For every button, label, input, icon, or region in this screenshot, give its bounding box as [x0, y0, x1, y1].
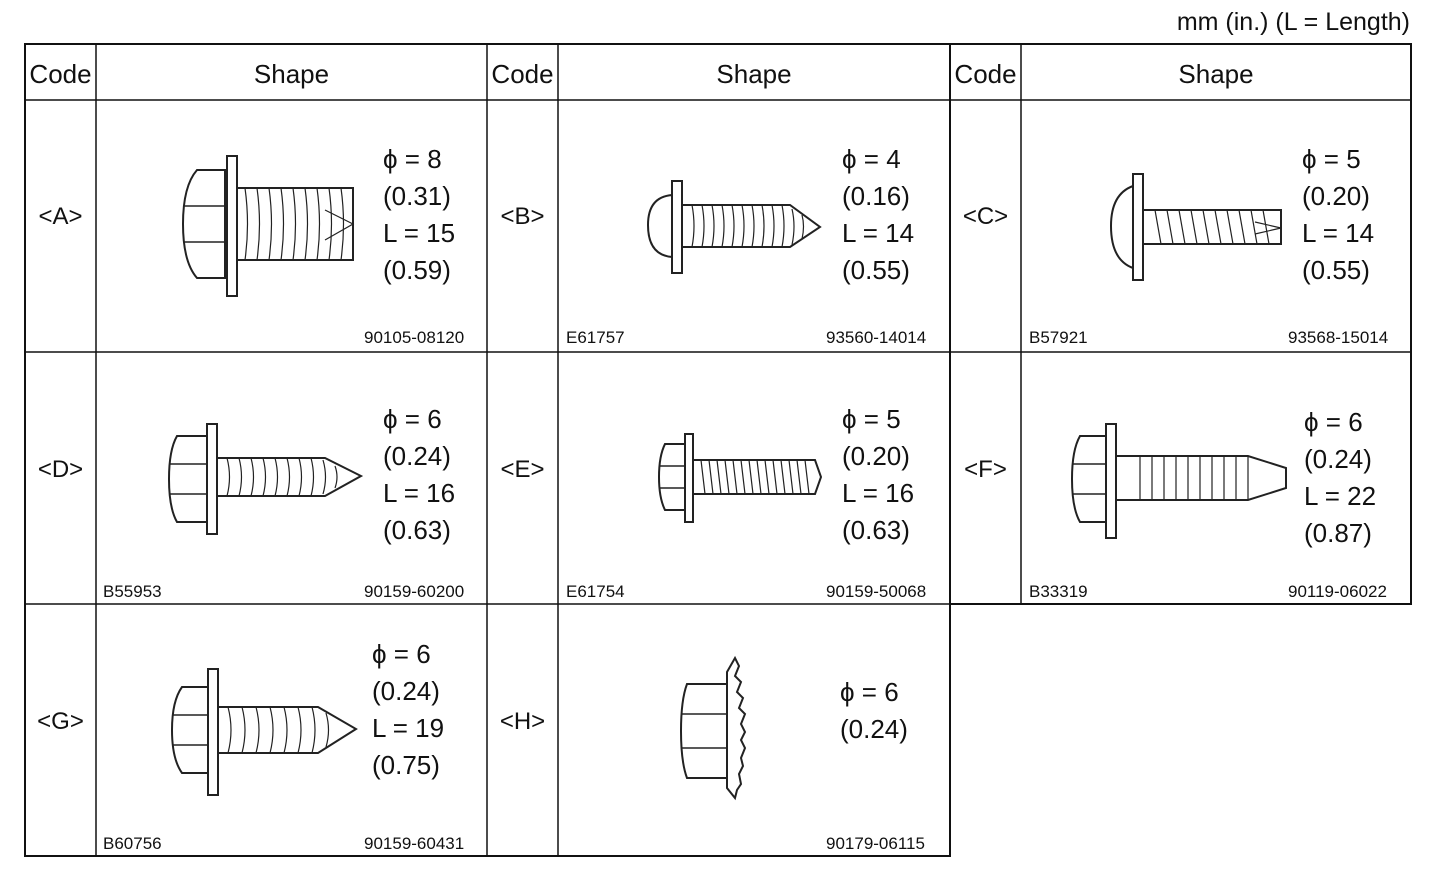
header-shape-1: Shape — [253, 59, 330, 89]
part-code: <H> — [499, 708, 546, 735]
illustration-ref: B57921 — [1029, 328, 1088, 347]
part-number: 90159-60431 — [364, 834, 465, 853]
hex-washer-bolt-icon — [1070, 423, 1287, 539]
part-spec: ϕ = 4(0.16)L = 14(0.55) — [842, 144, 915, 285]
part-spec: ϕ = 5(0.20)L = 16(0.63) — [842, 404, 915, 545]
hex-flange-tapping-screw-icon — [170, 668, 358, 796]
part-code: <B> — [500, 203, 545, 230]
part-code: <F> — [964, 456, 1007, 483]
illustration-ref: B33319 — [1029, 582, 1088, 601]
part-spec: ϕ = 8(0.31)L = 15(0.59) — [383, 144, 456, 285]
washer-head-screw-icon — [1109, 173, 1282, 281]
part-spec: ϕ = 5(0.20)L = 14(0.55) — [1302, 144, 1375, 285]
part-spec: ϕ = 6(0.24)L = 22(0.87) — [1304, 407, 1377, 548]
illustration-ref: B55953 — [103, 582, 162, 601]
part-number: 93560-14014 — [826, 328, 927, 347]
part-number: 90159-50068 — [826, 582, 927, 601]
illustration-ref: E61754 — [566, 582, 625, 601]
unit-note: mm (in.) (L = Length) — [1176, 8, 1410, 36]
part-number: 90105-08120 — [364, 328, 465, 347]
part-number: 93568-15014 — [1288, 328, 1389, 347]
header-shape-3: Shape — [1178, 59, 1254, 89]
part-code: <C> — [962, 203, 1009, 230]
part-code: <A> — [38, 203, 83, 230]
header-code-1: Code — [29, 59, 92, 89]
part-code: <D> — [37, 456, 84, 483]
serrated-flange-nut-icon — [679, 655, 747, 801]
part-spec: ϕ = 6(0.24) — [840, 677, 908, 744]
illustration-ref: E61757 — [566, 328, 625, 347]
part-number: 90119-06022 — [1288, 582, 1387, 601]
part-number: 90179-06115 — [826, 834, 925, 853]
part-number: 90159-60200 — [364, 582, 465, 601]
pan-head-tapping-screw-icon — [646, 180, 822, 274]
header-code-3: Code — [954, 59, 1017, 89]
hex-washer-screw-icon — [657, 433, 823, 523]
part-spec: ϕ = 6(0.24)L = 19(0.75) — [372, 639, 445, 780]
part-code: <G> — [37, 708, 84, 735]
part-code: <E> — [500, 456, 545, 483]
header-shape-2: Shape — [716, 59, 792, 89]
hex-flange-bolt-icon — [181, 155, 355, 297]
hex-tapping-screw-icon — [167, 423, 364, 535]
header-code-2: Code — [491, 59, 554, 89]
part-spec: ϕ = 6(0.24)L = 16(0.63) — [383, 404, 456, 545]
illustration-ref: B60756 — [103, 834, 162, 853]
